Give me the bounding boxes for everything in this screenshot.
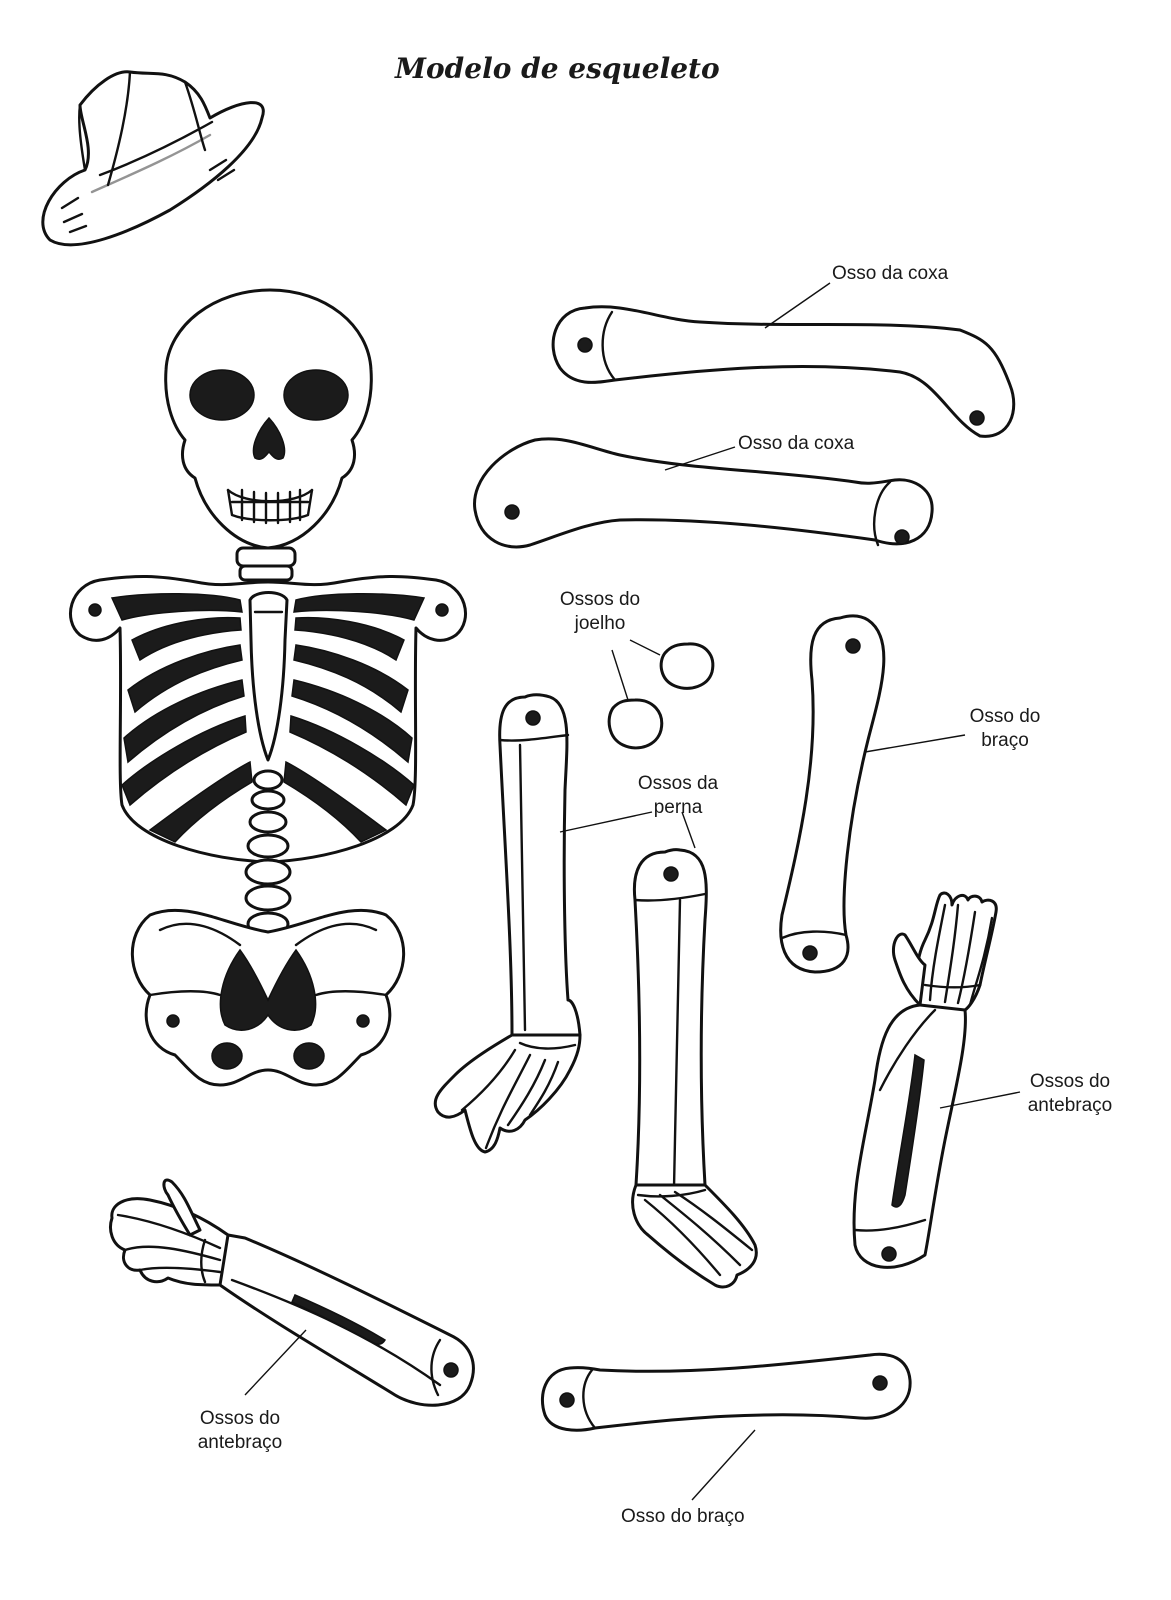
forearm-left xyxy=(109,1178,475,1407)
leg-bone-left xyxy=(433,693,582,1154)
page-title: Modelo de esqueleto xyxy=(395,52,720,85)
hat-icon xyxy=(41,70,265,247)
pelvis xyxy=(130,908,406,1087)
label-leg-bones: Ossos da perna xyxy=(628,772,728,820)
label-knee-line1: Ossos do xyxy=(559,589,641,610)
thigh-bone-top xyxy=(551,305,1016,438)
forearm-right xyxy=(852,891,998,1269)
label-knee-caps: Ossos do joelho xyxy=(550,588,650,636)
thigh-bone-second xyxy=(473,437,934,549)
leg-bone-right xyxy=(631,848,758,1289)
label-knee-line2: joelho xyxy=(574,613,626,634)
label-arm-right-line1: Osso do xyxy=(969,706,1041,727)
knee-caps xyxy=(607,642,715,750)
label-thigh-bone-second: Osso da coxa xyxy=(738,433,855,454)
skull xyxy=(164,288,373,550)
eye-socket-left xyxy=(189,369,255,421)
label-forearm-left-line2: antebraço xyxy=(197,1432,283,1453)
label-leg-line1: Ossos da xyxy=(637,773,719,794)
eye-socket-right xyxy=(283,369,349,421)
arm-bone-bottom xyxy=(540,1352,912,1432)
label-arm-right-line2: braço xyxy=(981,730,1029,751)
label-forearm-left: Ossos do antebraço xyxy=(185,1407,295,1455)
label-forearm-right-line2: antebraço xyxy=(1027,1095,1113,1116)
label-arm-bone-bottom: Osso do braço xyxy=(621,1506,745,1527)
label-leader-lines xyxy=(244,282,1021,1501)
neck-vertebrae xyxy=(235,546,297,582)
arm-bone-right xyxy=(779,614,886,974)
label-forearm-right: Ossos do antebraço xyxy=(1015,1070,1125,1118)
nasal-cavity xyxy=(252,416,286,460)
ribcage xyxy=(69,575,467,864)
label-forearm-left-line1: Ossos do xyxy=(199,1408,281,1429)
label-arm-bone-right: Osso do braço xyxy=(955,705,1055,753)
label-forearm-right-line1: Ossos do xyxy=(1029,1071,1111,1092)
label-leg-line2: perna xyxy=(653,797,703,818)
spine xyxy=(244,769,292,937)
label-thigh-bone-top: Osso da coxa xyxy=(832,263,949,284)
